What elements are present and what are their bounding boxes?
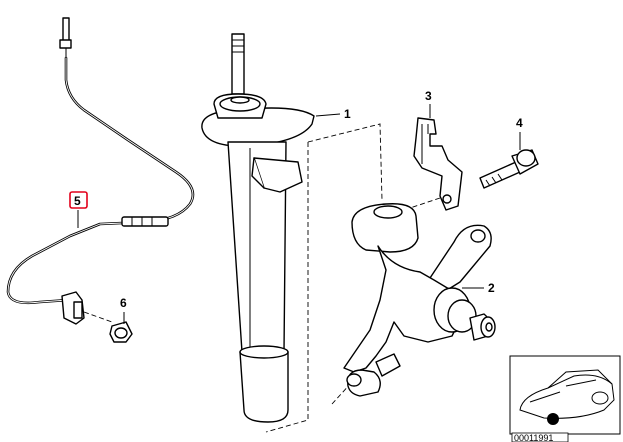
sensor-bracket[interactable] — [409, 117, 463, 211]
leader-lines — [77, 104, 521, 324]
spring-strut[interactable] — [201, 33, 315, 423]
callout-5[interactable]: 5 — [74, 194, 81, 208]
callout-5-highlight — [69, 191, 88, 209]
callout-2[interactable]: 2 — [488, 281, 495, 295]
steering-knuckle[interactable] — [343, 203, 496, 397]
car-silhouette-icon — [519, 369, 615, 419]
long-bolt[interactable] — [479, 149, 539, 189]
callout-4[interactable]: 4 — [516, 116, 523, 130]
callout-1[interactable]: 1 — [344, 107, 351, 121]
callout-6[interactable]: 6 — [120, 296, 127, 310]
abs-sensor-wire[interactable] — [6, 17, 195, 325]
hex-bolt[interactable] — [109, 321, 133, 343]
location-dot-icon — [547, 413, 559, 425]
location-thumbnail[interactable] — [509, 355, 621, 435]
callout-3[interactable]: 3 — [425, 89, 432, 103]
reference-number: 00011991 — [514, 433, 553, 442]
